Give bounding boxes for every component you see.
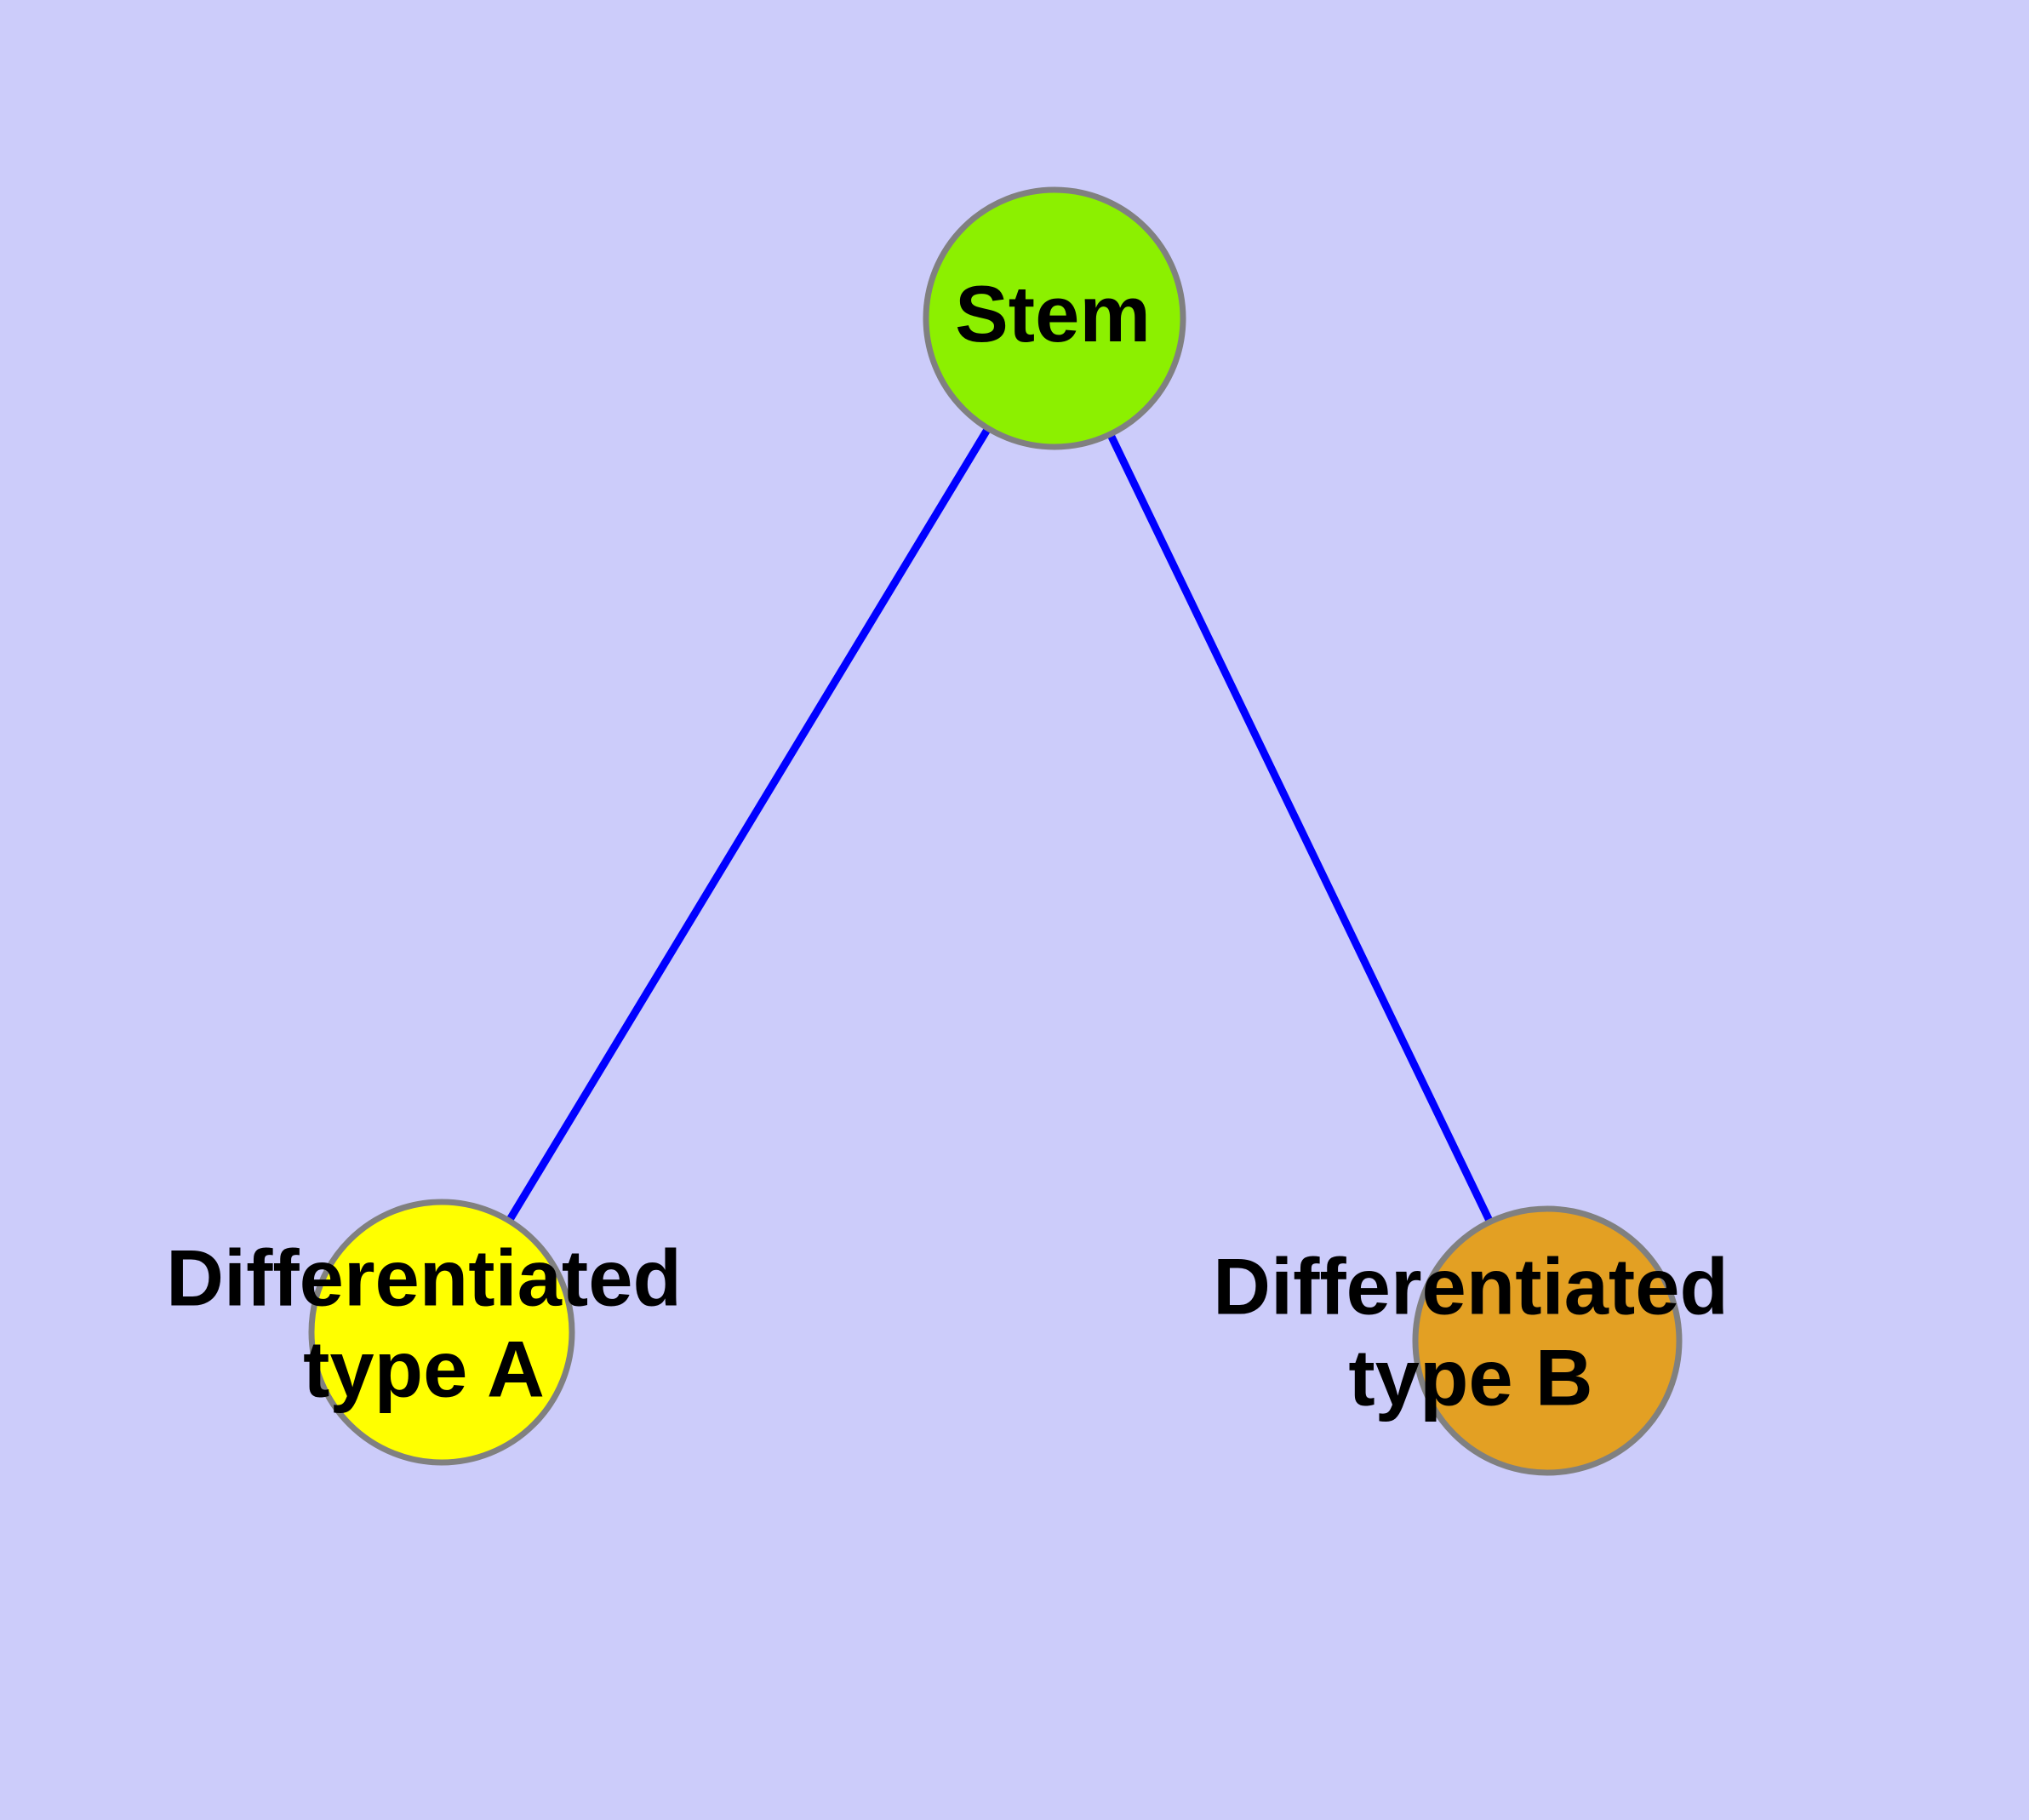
node-differentiated-type-a-circle[interactable] (308, 1199, 575, 1466)
node-stem-circle[interactable] (923, 186, 1186, 450)
label-line: type A (303, 1324, 545, 1413)
node-layer (308, 186, 1683, 1476)
label-line: Differentiated (166, 1233, 682, 1322)
node-stem-label: Stem (955, 269, 1151, 358)
label-line: type B (1348, 1332, 1592, 1422)
node-differentiated-type-b[interactable] (1412, 1205, 1683, 1476)
node-stem[interactable] (923, 186, 1186, 450)
edge-layer (438, 316, 1552, 1342)
edge-stem-to-differentiated-type-b[interactable] (1050, 317, 1552, 1342)
label-line: Differentiated (1213, 1241, 1729, 1331)
label-line: Stem (955, 269, 1151, 358)
node-differentiated-type-a[interactable] (308, 1199, 575, 1466)
node-differentiated-type-b-circle[interactable] (1412, 1205, 1683, 1476)
edge-stem-to-differentiated-type-a[interactable] (438, 316, 1058, 1335)
